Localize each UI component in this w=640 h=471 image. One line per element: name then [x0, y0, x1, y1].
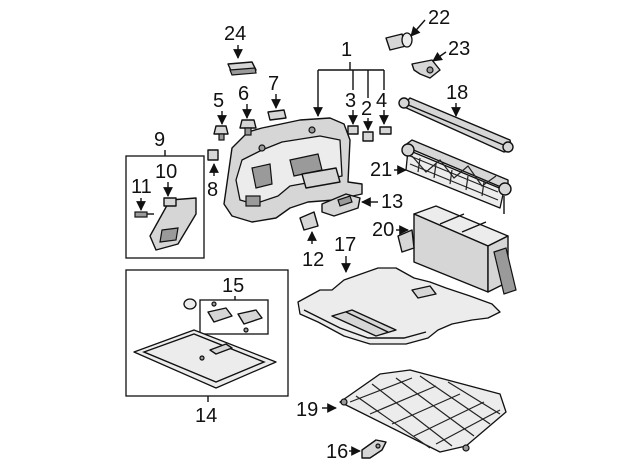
part-17-cargo-floor[interactable]	[297, 267, 501, 345]
part-6-bolt[interactable]	[239, 119, 257, 136]
callout-20[interactable]: 20	[372, 219, 394, 241]
callout-19[interactable]: 19	[296, 399, 318, 421]
callout-3[interactable]: 3	[345, 90, 356, 112]
callout-1[interactable]: 1	[341, 39, 352, 61]
callout-10[interactable]: 10	[155, 161, 177, 183]
part-7-clip[interactable]	[267, 109, 287, 121]
callout-2[interactable]: 2	[361, 98, 372, 120]
part-1-quarter-trim-panel[interactable]	[223, 117, 363, 223]
part-19-floor-cargo-net[interactable]	[339, 369, 507, 453]
callout-9[interactable]: 9	[154, 129, 165, 151]
part-2-3-4-clips[interactable]	[347, 125, 392, 142]
part-15-fastener-set[interactable]	[207, 301, 263, 333]
callout-13[interactable]: 13	[381, 191, 403, 213]
part-16-hook[interactable]	[361, 439, 387, 459]
callout-14[interactable]: 14	[195, 405, 217, 427]
callout-15[interactable]: 15	[222, 275, 244, 297]
callout-11[interactable]: 11	[131, 176, 152, 198]
part-11-screw[interactable]	[134, 211, 154, 218]
callout-17[interactable]: 17	[334, 234, 356, 256]
callout-4[interactable]: 4	[376, 90, 387, 112]
part-5-bolt[interactable]	[213, 125, 229, 141]
callout-16[interactable]: 16	[326, 441, 348, 463]
part-21-cargo-net-holder[interactable]	[401, 139, 512, 214]
callout-6[interactable]: 6	[238, 83, 249, 105]
part-18-cargo-cover[interactable]	[398, 97, 514, 153]
callout-24[interactable]: 24	[224, 23, 246, 45]
callout-18[interactable]: 18	[446, 82, 468, 104]
group-15-box	[199, 299, 269, 335]
part-12-cover[interactable]	[299, 211, 319, 231]
part-22-cap[interactable]	[385, 32, 413, 51]
part-14-cargo-mat[interactable]	[133, 298, 277, 389]
part-13-bracket[interactable]	[321, 193, 361, 217]
callout-7[interactable]: 7	[268, 73, 279, 95]
group-9-box	[125, 155, 205, 259]
callout-21[interactable]: 21	[370, 159, 392, 181]
part-20-storage-bin[interactable]	[397, 205, 517, 295]
callout-12[interactable]: 12	[302, 249, 324, 271]
part-24-clip[interactable]	[227, 61, 257, 76]
callout-22[interactable]: 22	[428, 7, 450, 29]
group-14-box	[125, 269, 289, 397]
part-10-handle[interactable]	[149, 197, 197, 251]
callout-23[interactable]: 23	[448, 38, 470, 60]
part-23-hook[interactable]	[411, 59, 441, 79]
callout-8[interactable]: 8	[207, 179, 218, 201]
callout-5[interactable]: 5	[213, 90, 224, 112]
part-8-clip[interactable]	[207, 149, 219, 161]
